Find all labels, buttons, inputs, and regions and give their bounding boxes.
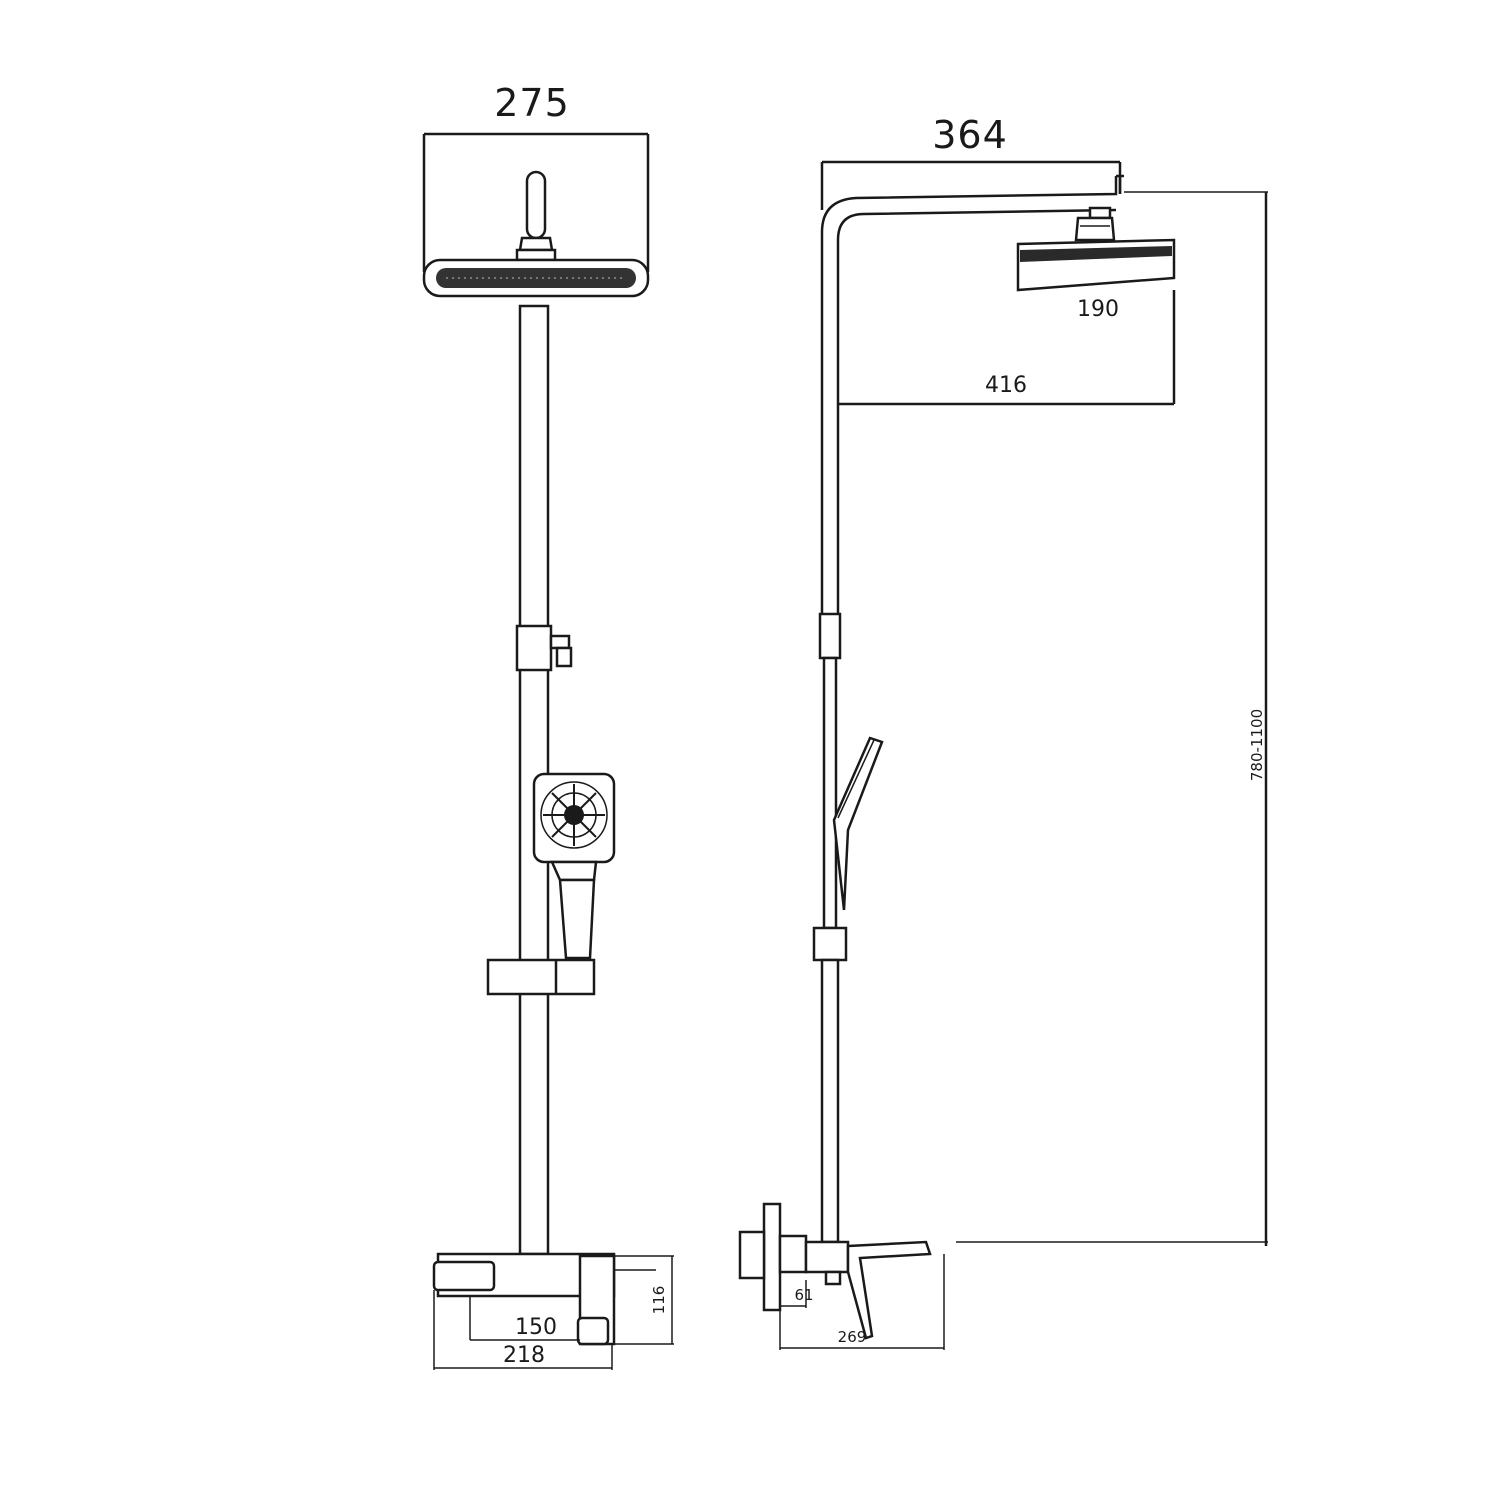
mixer-side: 61 269 (738, 1202, 945, 1350)
dim-top-width: 275 (422, 81, 650, 272)
dim-mixer-small-label: 61 (794, 1286, 813, 1304)
side-view: 364 190 416 (738, 113, 1268, 1350)
side-shower-arm (820, 174, 1124, 615)
dim-height-range: 780-1100 (956, 191, 1268, 1246)
hand-shower-front (532, 772, 616, 960)
dim-mixer-height-label: 116 (650, 1286, 668, 1315)
rain-shower-head (422, 258, 650, 298)
side-head-connector (1074, 206, 1116, 242)
shower-arm-stub (515, 170, 557, 262)
dim-mixer-width-label: 218 (503, 1343, 545, 1368)
side-hand-shower (832, 736, 884, 911)
dim-arm-reach: 416 (838, 290, 1176, 406)
side-lower-rail (812, 926, 848, 1244)
dim-arm-length-label: 364 (932, 113, 1008, 157)
dim-head-depth-label: 190 (1077, 297, 1119, 322)
dim-spout-width-label: 150 (515, 1315, 557, 1340)
dim-mixer-depth-label: 269 (838, 1328, 867, 1346)
hand-shower-holder (486, 958, 596, 996)
dim-height-range-label: 780-1100 (1248, 709, 1266, 781)
side-rail-sleeve (818, 612, 842, 930)
rail-connector (515, 624, 573, 672)
dim-arm-reach-label: 416 (985, 373, 1027, 398)
dim-top-width-label: 275 (494, 81, 570, 125)
side-rain-head: 190 (1016, 238, 1176, 322)
front-view: 275 (422, 81, 674, 1370)
mixer-front: 150 218 116 (432, 1252, 674, 1370)
dim-arm-length: 364 (820, 113, 1122, 210)
